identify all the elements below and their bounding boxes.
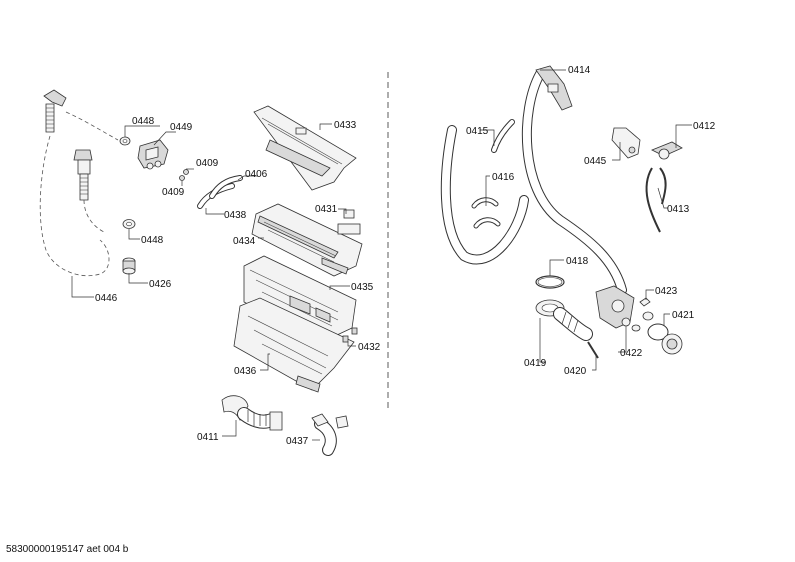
dispenser-housing-0435	[243, 255, 357, 343]
washer-0448-lower	[122, 219, 136, 229]
part-label-0435: 0435	[351, 282, 374, 293]
dispenser-tray-0436	[233, 297, 355, 393]
part-label-0448-upper: 0448	[132, 116, 155, 127]
part-label-0432: 0432	[358, 342, 381, 353]
drain-hose-0414	[440, 65, 627, 295]
part-label-0433: 0433	[334, 120, 357, 131]
part-label-0420: 0420	[564, 366, 587, 377]
part-label-0413: 0413	[667, 204, 690, 215]
inlet-hose-0446	[39, 89, 119, 277]
document-id-footer: 58300000195147 aet 004 b	[6, 544, 129, 555]
pump-filter-0421	[647, 323, 683, 355]
part-label-0448-lower: 0448	[141, 235, 164, 246]
hose-0406-0438	[197, 175, 243, 209]
leader-lines	[71, 69, 692, 441]
bracket-0445	[611, 127, 641, 159]
part-label-0411: 0411	[197, 432, 219, 443]
inlet-valve-0449	[137, 139, 169, 170]
part-label-0431: 0431	[315, 204, 338, 215]
part-label-0412: 0412	[693, 121, 716, 132]
part-label-0436: 0436	[234, 366, 257, 377]
small-hose-0415	[491, 119, 515, 153]
dispenser-lid-0433	[253, 105, 357, 191]
label-sticker-0431	[337, 209, 361, 235]
pressure-switch-0412	[651, 141, 683, 160]
part-label-0406: 0406	[245, 169, 268, 180]
part-label-0416: 0416	[492, 172, 515, 183]
part-label-0449: 0449	[170, 122, 193, 133]
part-label-0423: 0423	[655, 286, 678, 297]
part-label-0415: 0415	[466, 126, 489, 137]
drain-pump-0422	[595, 285, 635, 329]
part-label-0409-upper: 0409	[196, 158, 219, 169]
part-label-0446: 0446	[95, 293, 118, 304]
dispenser-drawer-0434	[251, 203, 363, 277]
screw-0432	[342, 327, 358, 343]
part-label-0414: 0414	[568, 65, 591, 76]
hose-clips-0416	[471, 197, 501, 229]
part-label-0419: 0419	[524, 358, 547, 369]
part-label-0426: 0426	[149, 279, 172, 290]
nut-0426	[122, 257, 136, 275]
part-label-0422: 0422	[620, 348, 643, 359]
pin-0420	[587, 341, 599, 359]
pressure-tube-0413	[645, 167, 667, 233]
clip-0409	[179, 169, 189, 181]
part-label-0438: 0438	[224, 210, 247, 221]
elbow-hose-0437	[311, 413, 349, 456]
sump-bellows-0419	[535, 299, 593, 341]
washer-0448-upper	[119, 136, 131, 146]
part-label-0418: 0418	[566, 256, 589, 267]
bellows-hose-0411	[221, 395, 283, 431]
part-label-0434: 0434	[233, 236, 256, 247]
seal-parts-0423	[631, 297, 654, 332]
part-label-0437: 0437	[286, 436, 309, 447]
part-label-0421: 0421	[672, 310, 695, 321]
hose-clamp-0418	[535, 275, 565, 289]
part-label-0409-lower: 0409	[162, 187, 185, 198]
part-label-0445: 0445	[584, 156, 607, 167]
